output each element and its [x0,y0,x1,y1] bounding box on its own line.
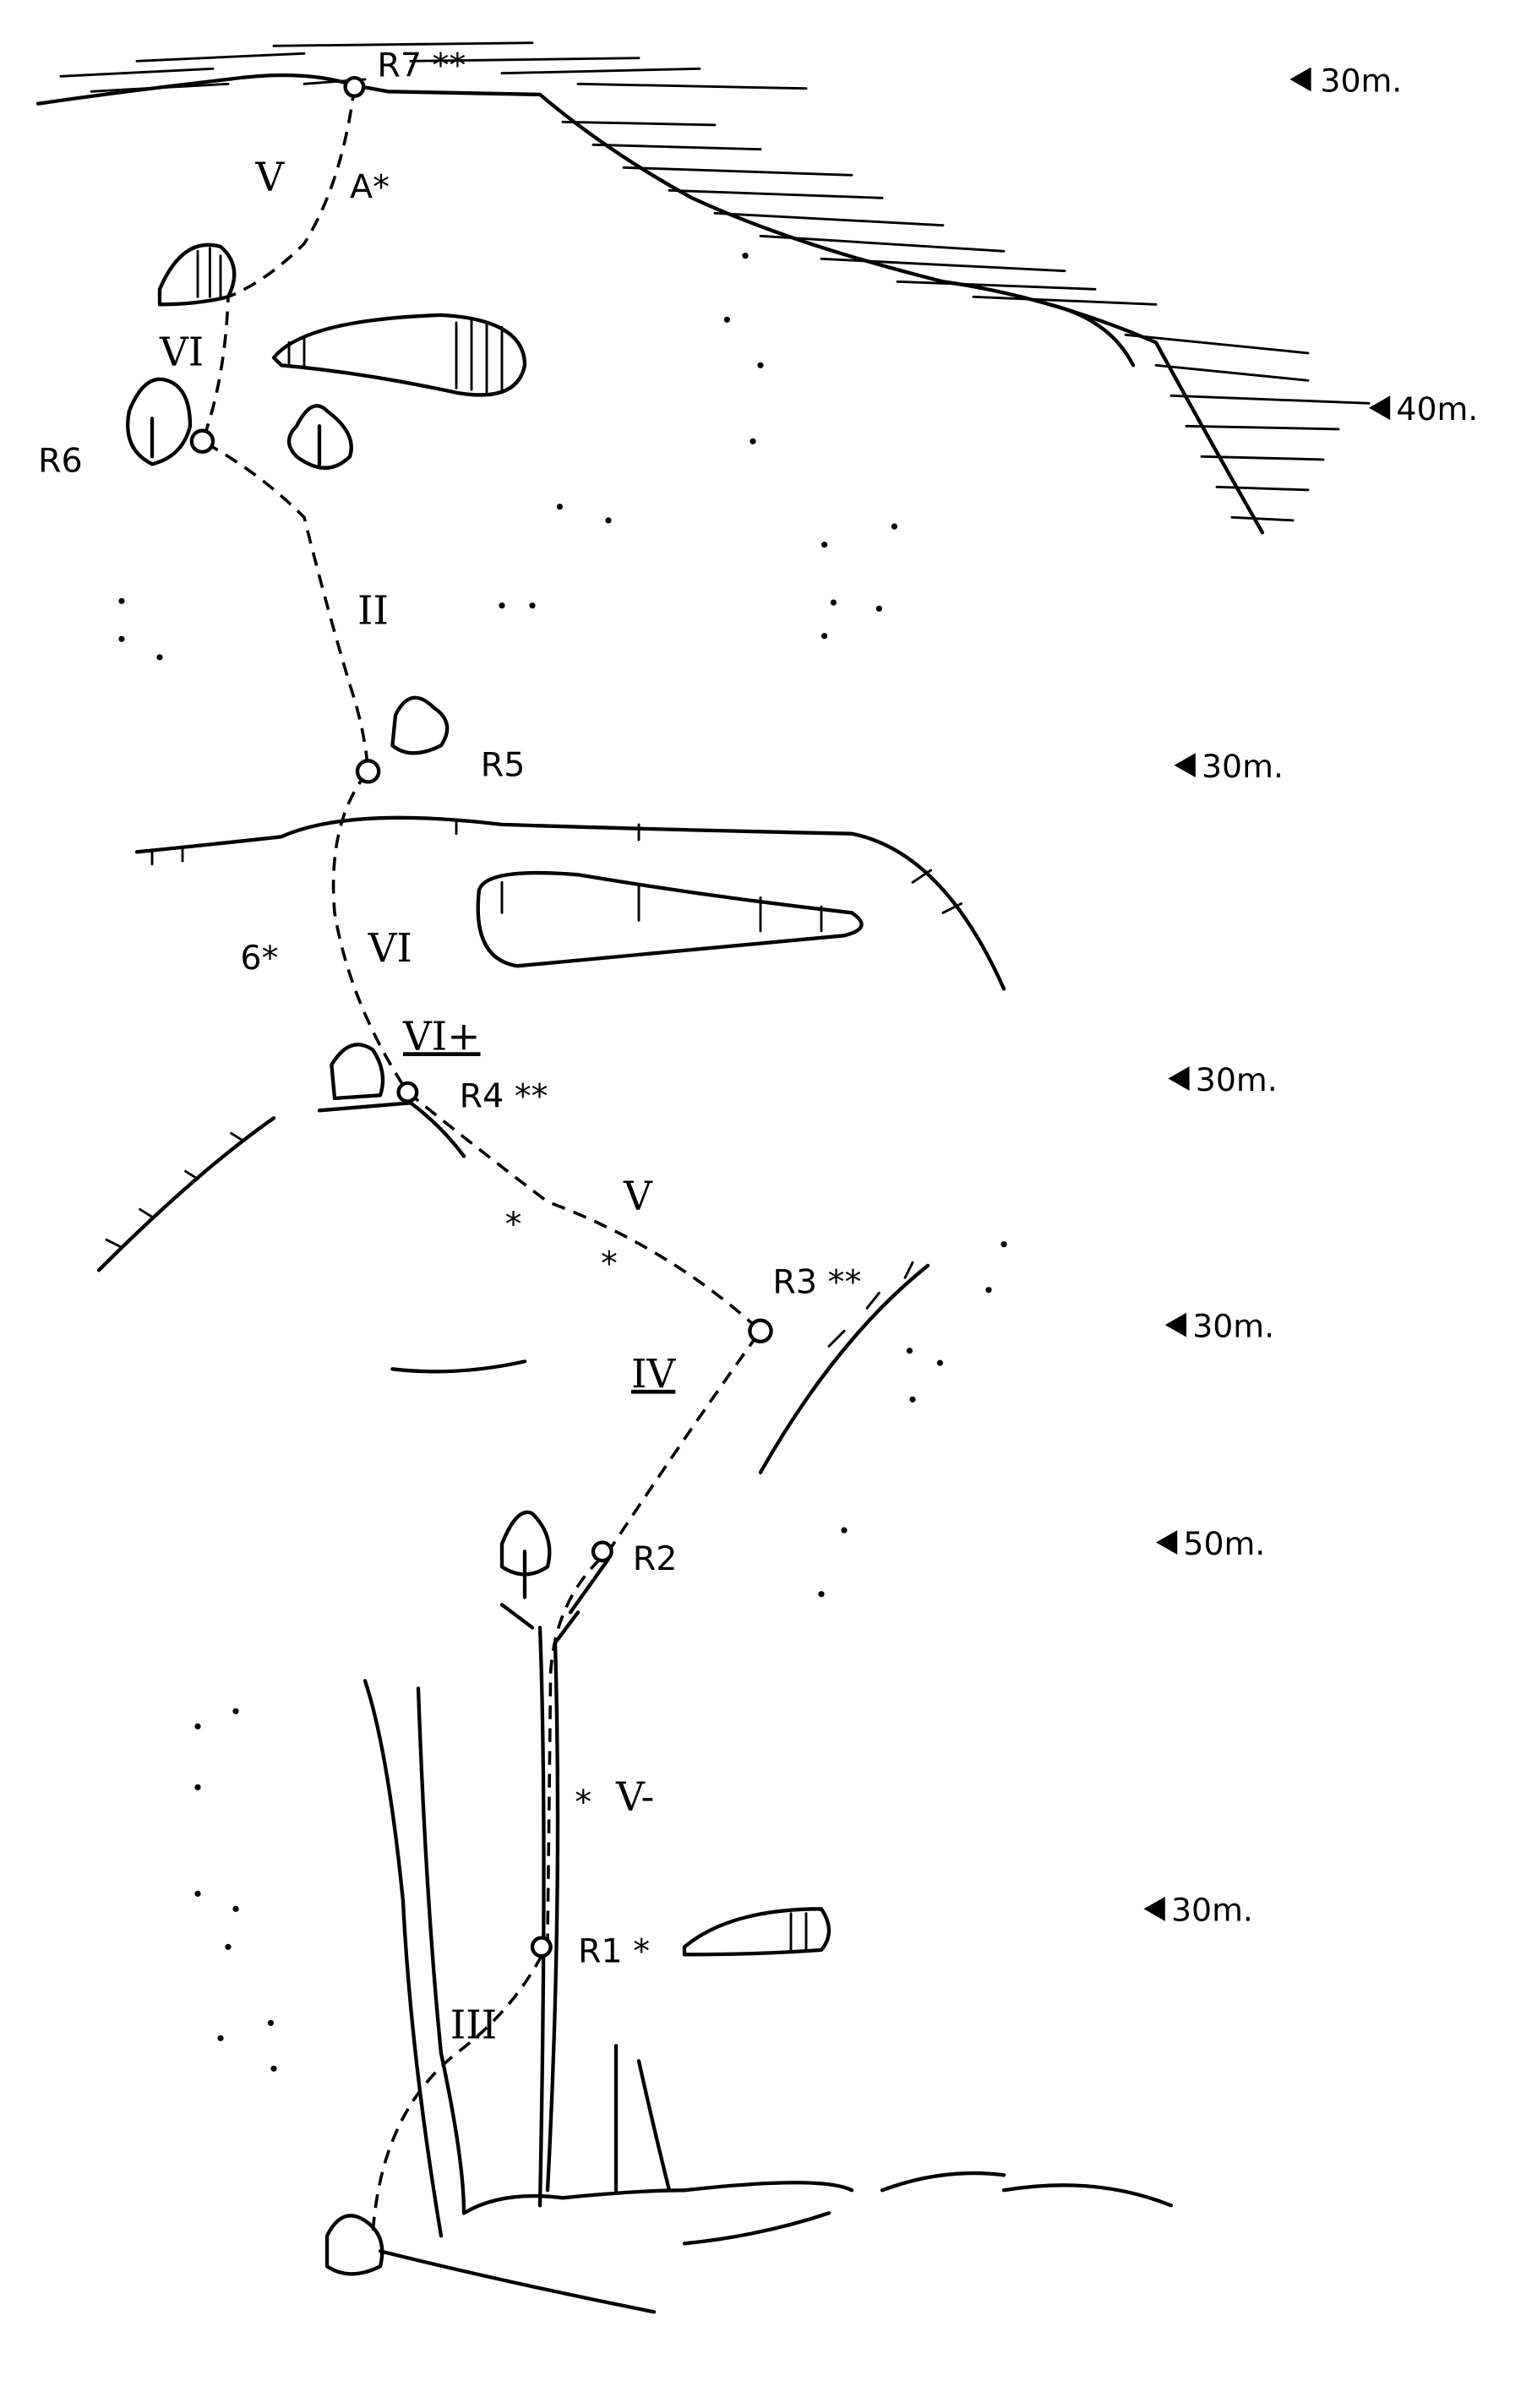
pitch-length-3: 30m. [1192,1308,1274,1345]
belay-R6 [189,428,215,455]
arrow-left-icon [1289,67,1311,92]
belay-R2 [591,1540,613,1563]
grade-pitch7: V [254,155,285,200]
belay-R7 [343,75,366,98]
pitch-length-2: 50m. [1183,1525,1265,1562]
grade-pitch4-crux: VI+ [402,1014,480,1060]
arrow-left-icon [1174,753,1196,778]
flake-upper [157,242,237,307]
label-R4: R4 ** [460,1077,548,1116]
grade-pitch6: VI [159,330,204,375]
tree-icon [499,1510,552,1599]
arrow-left-icon [1369,395,1391,421]
tree-icon [126,377,193,466]
tree-icon [286,404,353,470]
grade-pitch4: VI [368,926,412,972]
pitch-length-1: 30m. [1171,1892,1253,1929]
star-pitch3-b: * [601,1245,618,1283]
arrow-left-icon [1164,1312,1186,1337]
label-R3: R3 ** [772,1262,861,1301]
tree-icon [390,695,450,755]
pitch-lengths: 30m. 40m. 30m. 30m. 30m. 50m. 30m. [1143,62,1478,1929]
belay-stations [189,75,773,1959]
pitch-length-4: 30m. [1196,1061,1278,1098]
label-R6: R6 [38,441,83,480]
grade-pitch2: IV [631,1352,676,1397]
arrow-left-icon [1143,1896,1165,1921]
belay-R3 [748,1318,773,1344]
pitch-length-6: 40m. [1396,390,1478,428]
tree-icons [126,377,552,2276]
slabs-middle [96,1101,930,1474]
tree-icon [330,1043,385,1101]
grade-pitch1: V- [615,1774,654,1820]
belay-R5 [355,759,381,784]
scree-dots [118,253,1007,2072]
roof-upper [271,313,527,397]
roof-lower [682,1907,831,1957]
pitch-length-5: 30m. [1202,748,1284,785]
belay-R4 [396,1081,419,1103]
ledge-R5 [134,815,1006,991]
arrow-left-icon [1156,1530,1178,1555]
pitch-length-7: 30m. [1320,62,1402,99]
label-R7: R7 ** [377,46,466,84]
note-pitch7: A* [350,167,390,206]
belay-R1 [530,1936,553,1959]
star-pitch3-a: * [505,1205,522,1244]
arrow-left-icon [1168,1066,1190,1091]
route-line [200,86,763,2236]
grade-pitch0: III [450,2002,497,2048]
grade-pitch5: II [357,588,389,634]
grade-pitch3: V [623,1174,653,1219]
chimney-cracks [363,1557,1174,2314]
roof-middle [476,870,864,968]
label-R2: R2 [633,1539,678,1578]
label-R5: R5 [481,745,526,784]
tree-icon [324,2214,384,2276]
summit-ridge [35,41,1371,535]
label-R1: R1 * [578,1931,650,1970]
note-pitch4: 6* [240,939,278,978]
star-pitch1: * [575,1783,592,1822]
